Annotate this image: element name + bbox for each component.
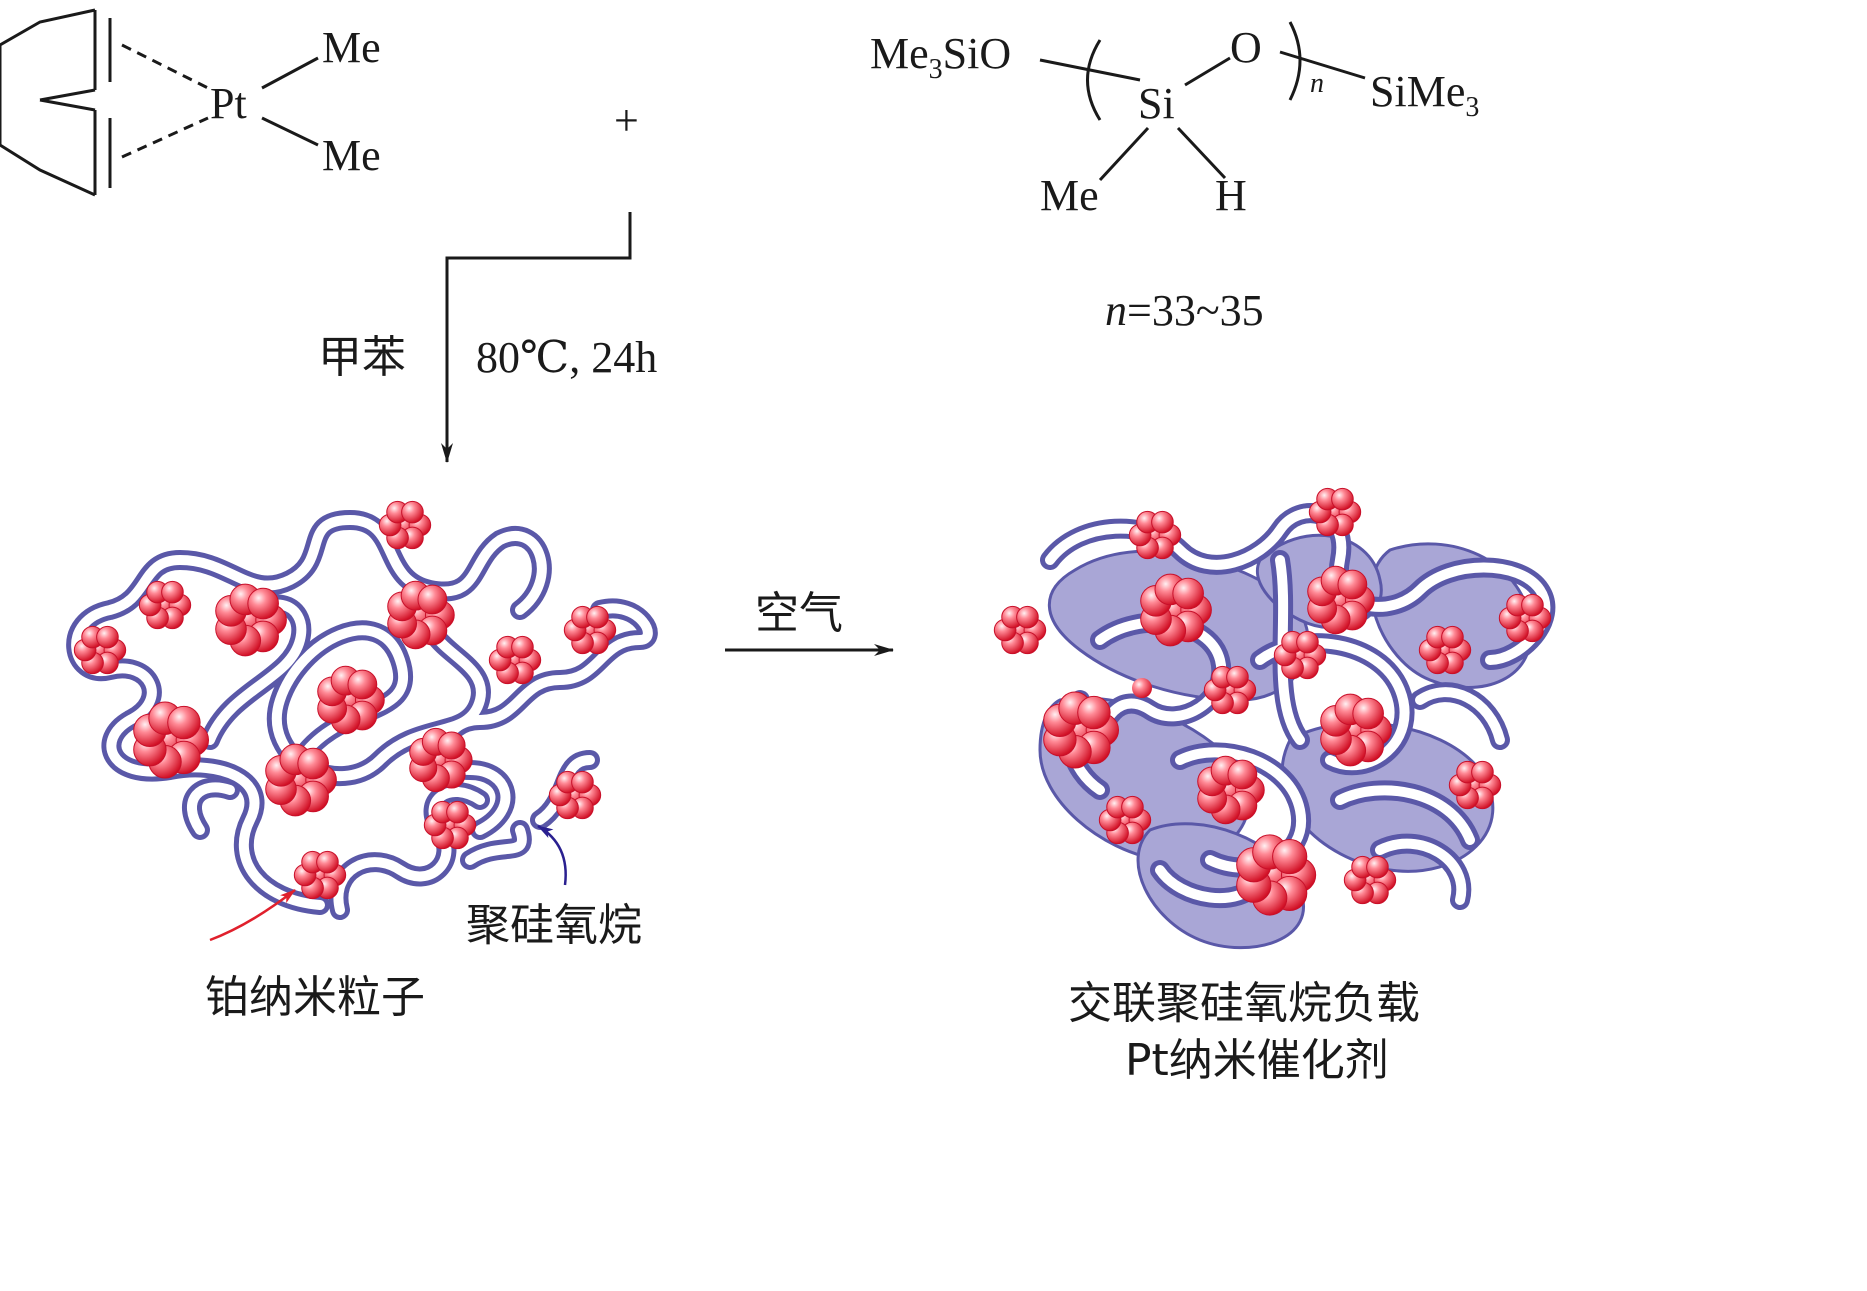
repeat-index-n: n — [1310, 68, 1324, 99]
cod-pt-dimethyl-structure — [0, 8, 319, 197]
polysiloxane-pointer-arrow — [537, 824, 567, 886]
pt-nanoparticle — [548, 770, 602, 820]
n-range-label: n=33~35 — [1105, 286, 1264, 335]
pt-nanoparticle — [1308, 487, 1362, 537]
pt-nanoparticle — [378, 500, 432, 550]
si-core-label: Si — [1138, 79, 1175, 128]
pt-nanoparticle — [265, 743, 337, 817]
pt-me-bond-top — [261, 56, 319, 90]
pt-nanoparticle — [133, 701, 210, 779]
pt-me-bond-bottom — [261, 116, 319, 147]
pt-nanoparticle — [409, 727, 473, 793]
pt-nanoparticle-pointer-arrow — [209, 889, 296, 942]
pt-nanoparticle — [1098, 795, 1152, 845]
pt-nanoparticle — [215, 583, 287, 657]
repeat-bracket-right — [1288, 21, 1302, 101]
pt-nanoparticle — [1203, 665, 1257, 715]
pt-nanoparticle — [1448, 760, 1502, 810]
pt-atom-label: Pt — [210, 79, 247, 128]
pt-coordination-lower — [121, 116, 209, 159]
pt-nanoparticle — [138, 580, 192, 630]
pt-polysiloxane-cluster — [66, 500, 658, 920]
o-si-bond-left — [1039, 58, 1141, 82]
o-bridge-label: O — [1230, 23, 1262, 72]
pt-coordination-upper — [121, 43, 209, 90]
o-sime3-bond — [1279, 50, 1366, 80]
right-end-group: SiMe3 — [1370, 67, 1479, 123]
left-end-group: Me3SiO — [870, 29, 1011, 85]
polysiloxane-label: 聚硅氧烷 — [466, 900, 642, 951]
pt-nanoparticle — [387, 580, 455, 650]
si-h-bond — [1176, 126, 1227, 180]
pt-nanoparticle — [317, 665, 385, 735]
polysiloxane-structure: Me3SiO Si O n SiMe3 Me H n=33~35 — [870, 21, 1479, 335]
cod-ring-middle — [39, 88, 96, 102]
si-o-bond — [1184, 56, 1231, 87]
me-top-label: Me — [322, 23, 381, 72]
pt-nanoparticle — [1197, 755, 1265, 825]
pt-nanoparticle — [73, 625, 127, 675]
pt-nanoparticle — [293, 850, 347, 900]
reaction-arrow-step1 — [441, 212, 632, 463]
pt-nanoparticle — [1273, 630, 1327, 680]
pt-nanoparticle — [1418, 625, 1472, 675]
substituent-h-label: H — [1215, 171, 1247, 220]
solvent-label: 甲苯 — [318, 332, 406, 383]
pt-nanoparticles-right — [993, 487, 1552, 916]
me-bottom-label: Me — [322, 131, 381, 180]
pt-nanoparticle — [1236, 834, 1317, 916]
pt-nanoparticle — [1343, 855, 1397, 905]
pt-nanoparticle-label: 铂纳米粒子 — [205, 972, 425, 1023]
si-me-bond — [1098, 126, 1150, 182]
pt-nanoparticle — [1128, 510, 1182, 560]
substituent-me-label: Me — [1040, 171, 1099, 220]
product-label-line1: 交联聚硅氧烷负载 — [1068, 978, 1420, 1029]
plus-sign: + — [614, 96, 639, 145]
repeat-bracket-left — [1086, 39, 1102, 121]
cod-ring-middle-2 — [39, 98, 96, 112]
crosslinked-catalyst-cluster — [993, 487, 1556, 950]
product-label-line2: Pt纳米催化剂 — [1125, 1035, 1389, 1086]
pt-nanoparticle — [1320, 693, 1392, 767]
conditions-label: 80℃, 24h — [476, 333, 657, 382]
pt-nanoparticle — [563, 605, 617, 655]
pt-nanoparticle — [1498, 593, 1552, 643]
air-condition-label: 空气 — [755, 588, 843, 639]
pt-nanoparticle — [1140, 573, 1212, 647]
pt-nanoparticle — [488, 635, 542, 685]
pt-nanoparticle — [993, 605, 1047, 655]
pt-nanoparticle — [1307, 565, 1375, 635]
pt-nanoparticles-left — [73, 500, 617, 900]
cod-ring — [0, 8, 96, 197]
pt-nanoparticle-small — [1132, 678, 1152, 698]
pt-nanoparticle — [1043, 691, 1120, 769]
pt-nanoparticle — [423, 800, 477, 850]
